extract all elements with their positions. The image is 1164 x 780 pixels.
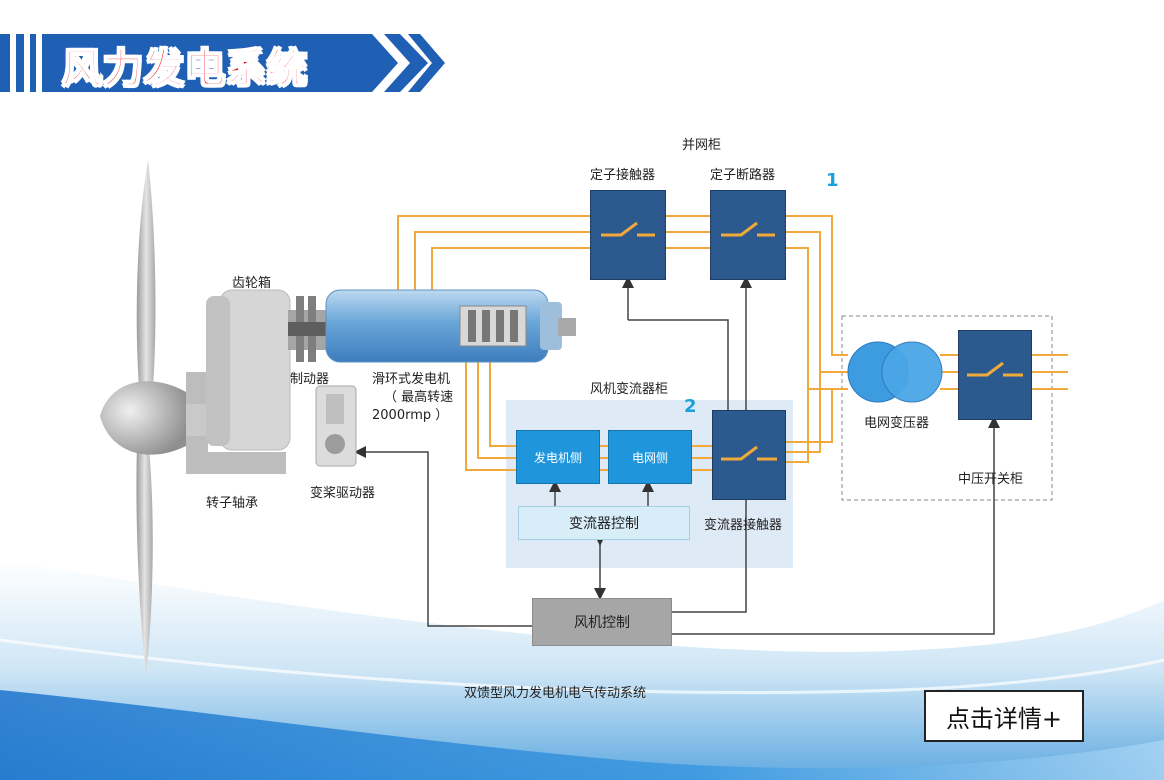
page-title: 风力发电系统	[61, 45, 308, 93]
switch-icon	[721, 221, 775, 237]
marker-1: 1	[826, 170, 839, 191]
stator-breaker-label: 定子断路器	[710, 168, 776, 183]
stator-contactor-box	[590, 190, 666, 280]
pitch-drive-label: 变桨驱动器	[310, 486, 376, 501]
rotor-bearing-label: 转子轴承	[206, 496, 259, 511]
stator-contactor-label: 定子接触器	[590, 168, 656, 183]
converter-contactor-label: 变流器接触器	[704, 518, 783, 533]
grid-side-box: 电网侧	[608, 430, 692, 484]
grid-transformer-label: 电网变压器	[864, 416, 930, 431]
stator-breaker-box	[710, 190, 786, 280]
grid-cabinet-label: 并网柜	[682, 138, 722, 153]
title-banner	[0, 34, 445, 92]
converter-cabinet-label: 风机变流器柜	[590, 382, 669, 397]
gearbox-label: 齿轮箱	[232, 276, 272, 291]
switch-icon	[967, 361, 1023, 377]
marker-2: 2	[684, 396, 697, 417]
mv-switchgear-label: 中压开关柜	[958, 472, 1024, 487]
generator-label-2: （ 最高转速	[384, 390, 454, 405]
generator-label-3: 2000rmp ）	[372, 408, 449, 423]
converter-contactor-box	[712, 410, 786, 500]
converter-control-box: 变流器控制	[518, 506, 690, 540]
switch-icon	[601, 221, 655, 237]
diagram-caption: 双馈型风力发电机电气传动系统	[464, 686, 647, 701]
turbine-control-box: 风机控制	[532, 598, 672, 646]
details-button[interactable]: 点击详情+	[924, 690, 1084, 742]
mv-switchgear-box	[958, 330, 1032, 420]
generator-label-1: 滑环式发电机	[372, 372, 451, 387]
switch-icon	[721, 445, 777, 461]
generator-side-box: 发电机侧	[516, 430, 600, 484]
brake-label: 制动器	[290, 372, 330, 387]
